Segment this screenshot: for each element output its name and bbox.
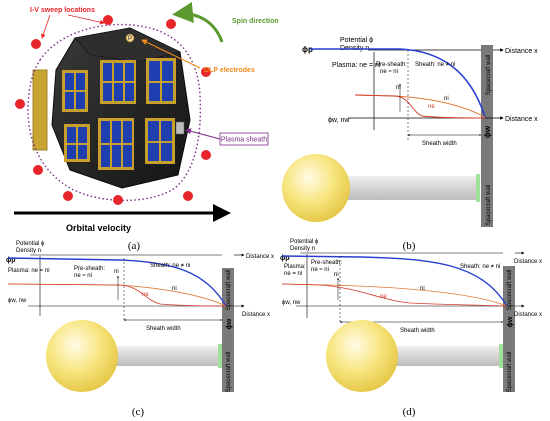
axis-title-c-1: Potential ϕ <box>16 241 45 247</box>
ne-label-c: ne <box>142 292 149 298</box>
wall-label-b-bottom: Spacecraft wall <box>486 185 492 226</box>
ni-label-d: ni <box>334 272 339 278</box>
dlp-label: DLP electrodes <box>204 67 255 74</box>
caption-c: (c) <box>132 406 145 418</box>
ion-density-curve-c <box>7 283 227 307</box>
axis-title-b-1: Potential ϕ <box>340 37 373 44</box>
plasma-label-d-1: Plasma: <box>284 264 306 270</box>
wall-label-d-top: Spacecraft wall <box>507 270 513 311</box>
distance-bottom-b: Distance x <box>505 116 538 123</box>
ne-label-d: ne <box>380 294 387 300</box>
iv-sweep-dots <box>15 15 211 205</box>
plasma-label-b: Plasma: ne = ni <box>332 62 381 69</box>
boom-d <box>388 346 503 366</box>
phi-w-d: ϕw, nw <box>282 300 301 306</box>
ni-label-b-2: ni <box>444 96 449 102</box>
panel-a: P I-V sweep locations Spin direction DLP… <box>14 2 279 252</box>
sheath-label-d: Sheath: ne ≠ ni <box>460 264 500 270</box>
panel-b: Spacecraft wall Spacecraft wall ϕw Poten… <box>282 37 538 252</box>
spin-arrow <box>172 2 224 43</box>
phi-p-c: ϕp <box>6 257 16 264</box>
boom-tip-d <box>499 344 503 368</box>
spin-label: Spin direction <box>232 18 279 25</box>
ne-label-b: ne <box>428 104 435 110</box>
plasma-label-d-2: ne = ni <box>284 271 302 277</box>
panel-d: Spacecraft wall Spacecraft wall ϕw Poten… <box>280 239 542 418</box>
dlp-electrode-top <box>125 33 135 43</box>
ion-density-curve-b <box>354 94 486 118</box>
ion-density-curve-d <box>281 283 508 307</box>
probe-sphere-c <box>46 320 118 392</box>
phi-w-wall-c: ϕw <box>226 318 233 329</box>
presheath-b-2: ne ≈ ni <box>380 69 398 75</box>
sheath-label-b: Sheath: ne ≠ ni <box>415 62 455 68</box>
sheath-width-d: Sheath width <box>400 328 435 334</box>
distance-bottom-d: Distance x <box>514 312 542 318</box>
p-marker: P <box>128 36 132 42</box>
presheath-d-1: Pre-sheath: <box>311 260 342 266</box>
electron-density-curve-d <box>281 283 508 307</box>
wall-label-b-top: Spacecraft wall <box>486 55 492 96</box>
ni-label-b: ni <box>396 85 401 91</box>
potential-curve-d <box>281 255 508 307</box>
axis-title-c-2: Density n <box>16 248 41 254</box>
distance-bottom-c: Distance x <box>242 312 270 318</box>
caption-a: (a) <box>128 240 141 252</box>
boom-b <box>332 176 480 200</box>
sheath-label-c: Sheath: ne ≠ ni <box>150 263 190 269</box>
spacecraft-wall-d <box>503 266 515 392</box>
spacecraft-top-face <box>74 27 181 63</box>
wall-label-c-top: Spacecraft wall <box>226 270 232 311</box>
ni-label-d-2: ni <box>420 286 425 292</box>
presheath-b-1: Pre-sheath: <box>376 62 407 68</box>
plasma-sheath-label: Plasma sheath <box>221 137 267 144</box>
phi-w-wall-b: ϕw <box>483 125 492 138</box>
iv-sweep-label: I-V sweep locations <box>30 7 95 14</box>
sheath-width-b: Sheath width <box>422 141 457 147</box>
sheath-width-c: Sheath width <box>146 326 181 332</box>
axis-title-d-2: Density n <box>290 246 315 252</box>
potential-curve-c <box>7 257 227 307</box>
wall-label-c-bottom: Spacecraft wall <box>226 352 232 393</box>
presheath-c-2: ne ≈ ni <box>74 273 92 279</box>
potential-curve-b <box>310 48 486 118</box>
probe-sphere-d <box>326 320 398 392</box>
probe-sphere-b <box>282 154 350 222</box>
distance-top-c: Distance x <box>246 254 274 260</box>
solar-panels <box>62 58 176 170</box>
presheath-c-1: Pre-sheath: <box>74 266 105 272</box>
electron-density-curve-b <box>354 94 486 119</box>
boom-tip-b <box>476 174 480 202</box>
phi-w-c: ϕw, nw <box>8 298 27 304</box>
boom-tip-c <box>218 344 222 368</box>
electron-density-curve-c <box>7 283 227 307</box>
wall-label-d-bottom: Spacecraft wall <box>507 352 513 393</box>
axis-title-d-1: Potential ϕ <box>290 239 319 245</box>
boom-c <box>108 346 222 366</box>
phi-p-d: ϕp <box>280 255 290 262</box>
distance-top-b: Distance x <box>505 48 538 55</box>
ni-label-c: ni <box>114 269 119 275</box>
distance-top-d: Distance x <box>514 259 542 265</box>
caption-b: (b) <box>403 240 416 252</box>
dlp-arrow <box>141 39 201 69</box>
plasma-sheath-arrow <box>185 128 221 140</box>
phi-w-b: ϕw, nw <box>328 117 350 124</box>
presheath-d-2: ne ≈ ni <box>311 267 329 273</box>
dlp-electrode-device <box>175 121 185 135</box>
phi-w-wall-d: ϕw <box>507 316 514 327</box>
mount-bracket <box>32 69 48 151</box>
caption-d: (d) <box>403 406 416 418</box>
orbital-velocity-label: Orbital velocity <box>66 223 131 233</box>
spacecraft-wall-b <box>481 45 493 227</box>
phi-p-b: ϕp <box>302 45 313 54</box>
spacecraft-wall-c <box>222 268 234 392</box>
ni-label-c-2: ni <box>172 286 177 292</box>
plasma-label-c: Plasma: ne = ni <box>8 268 50 274</box>
panel-c: Spacecraft wall Spacecraft wall ϕw Poten… <box>6 241 274 418</box>
